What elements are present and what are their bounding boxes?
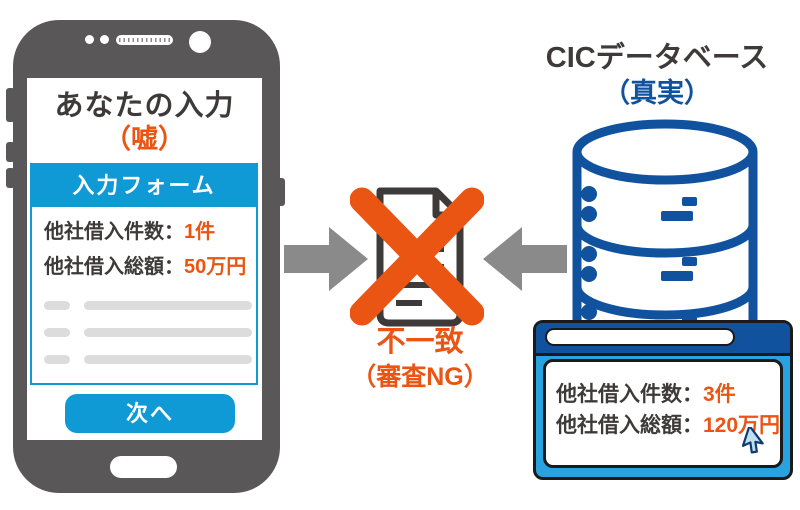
arrow-right-icon [284, 227, 368, 291]
db-row-value: 120万円 [703, 414, 781, 437]
database-result-window: 他社借入件数：3件 他社借入総額：120万円 [533, 320, 793, 480]
database-title: CICデータベース [545, 42, 769, 74]
address-bar[interactable] [545, 328, 735, 346]
input-form-rows: 他社借入件数：1件 他社借入総額：50万円 [32, 207, 256, 285]
placeholder-pill [44, 301, 70, 310]
input-form-panel: 入力フォーム 他社借入件数：1件 他社借入総額：50万円 [30, 163, 258, 385]
db-row-label: 他社借入総額： [556, 414, 703, 437]
user-input-subtitle-lie: （嘘） [104, 124, 185, 154]
placeholder-pill [84, 355, 252, 364]
database-icon [572, 119, 758, 328]
form-row-value: 1件 [184, 221, 216, 243]
phone-side-button [6, 142, 15, 162]
placeholder-pill [44, 328, 70, 337]
user-input-title: あなたの入力 [54, 90, 235, 122]
mismatch-label: 不一致 [376, 326, 464, 358]
window-content: 他社借入件数：3件 他社借入総額：120万円 [543, 359, 783, 468]
db-row-loan-total: 他社借入総額：120万円 [556, 410, 780, 441]
phone-sensor-dot-icon [85, 35, 94, 44]
placeholder-row [44, 328, 252, 337]
phone-speaker-icon [116, 35, 173, 45]
db-row-label: 他社借入件数： [556, 383, 703, 406]
arrow-left-icon [483, 227, 567, 291]
next-button[interactable]: 次へ [65, 394, 235, 433]
form-row-label: 他社借入件数： [44, 221, 184, 243]
phone-sensor-dot-icon [100, 35, 109, 44]
home-button-icon [110, 456, 177, 478]
cursor-icon [742, 427, 764, 454]
form-row-loan-total: 他社借入総額：50万円 [44, 250, 256, 285]
phone-screen: あなたの入力 （嘘） 入力フォーム 他社借入件数：1件 他社借入総額：50万円 … [27, 78, 262, 440]
db-row-loan-count: 他社借入件数：3件 [556, 379, 780, 410]
input-form-header: 入力フォーム [32, 165, 256, 207]
screening-ng-label: （審査NG） [351, 363, 489, 391]
document-x-icon [350, 187, 484, 327]
phone-side-button [277, 178, 285, 206]
db-row-value: 3件 [703, 383, 736, 406]
placeholder-pill [44, 355, 70, 364]
database-subtitle-truth: （真実） [603, 78, 711, 108]
form-row-label: 他社借入総額： [44, 256, 184, 278]
phone-side-button [6, 168, 15, 188]
phone-side-button [6, 88, 15, 122]
placeholder-pill [84, 328, 252, 337]
phone-camera-icon [189, 31, 211, 53]
placeholder-pill [84, 301, 252, 310]
placeholder-row [44, 355, 252, 364]
smartphone-illustration: あなたの入力 （嘘） 入力フォーム 他社借入件数：1件 他社借入総額：50万円 … [13, 20, 280, 493]
form-row-value: 50万円 [184, 256, 247, 278]
placeholder-row [44, 301, 252, 310]
form-row-loan-count: 他社借入件数：1件 [44, 215, 256, 250]
window-titlebar [536, 323, 790, 356]
